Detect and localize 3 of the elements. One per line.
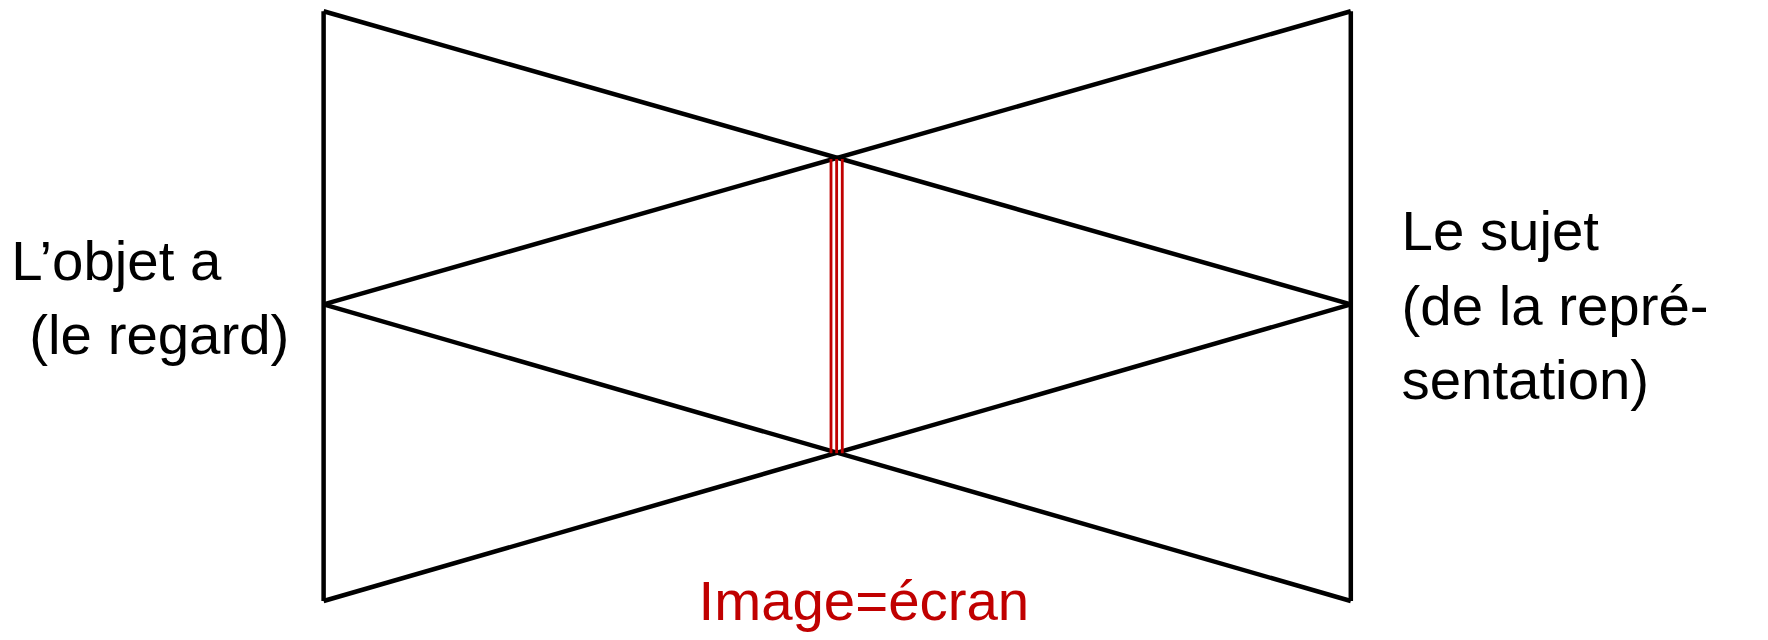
screen-label: Image=écran — [698, 568, 1030, 635]
subject-label: Le sujet (de la repré- sentation) — [1401, 198, 1709, 414]
object-label: L’objet a (le regard) — [11, 227, 290, 369]
